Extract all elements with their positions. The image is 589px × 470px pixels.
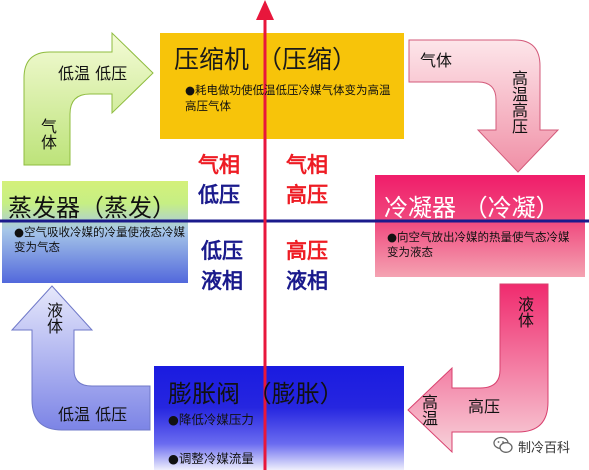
pressure-label: 高压 <box>286 239 328 263</box>
arrow-top-left-vertical-label: 气体 <box>38 118 57 150</box>
evaporator-description: ●空气吸收冷媒的冷量使液态冷媒变为气态 <box>14 225 186 254</box>
condenser-box <box>375 175 585 277</box>
quadrant-top-right: 气相 高压 <box>286 150 328 210</box>
quadrant-bottom-left: 低压 液相 <box>201 236 243 296</box>
expansion-valve-box <box>154 366 404 470</box>
quadrant-top-left: 气相 低压 <box>198 150 240 210</box>
phase-label: 气相 <box>286 153 328 177</box>
pressure-label: 高压 <box>286 183 328 207</box>
arrow-top-right-horizontal-label: 气体 <box>420 51 453 70</box>
compressor-title: 压缩机 （压缩） <box>174 45 357 74</box>
arrow-top-right-vertical-label: 高温高压 <box>509 70 528 134</box>
watermark-text: 制冷百科 <box>518 441 571 456</box>
arrow-top-left-horizontal-label: 低温 低压 <box>58 64 128 83</box>
evaporator-box <box>2 181 188 283</box>
expansion-valve-title: 膨胀阀 （膨胀） <box>168 380 344 408</box>
arrow-compressor-to-condenser <box>408 39 560 173</box>
condenser-description: ●向空气放出冷媒的热量使气态冷媒变为液态 <box>387 230 570 259</box>
arrow-bottom-right-secondary-label: 高温 <box>419 394 438 426</box>
wechat-icon <box>493 436 513 453</box>
arrow-bottom-left-vertical-label: 液体 <box>44 302 63 334</box>
arrow-bottom-left-horizontal-label: 低温 低压 <box>58 405 128 424</box>
condenser-title: 冷凝器 （冷凝） <box>384 194 560 222</box>
compressor-description: ●耗电做功使低温低压冷媒气体变为高温高压气体 <box>185 83 391 113</box>
valve-item-reduce-pressure: ●降低冷媒压力 <box>168 412 254 427</box>
compressor-box <box>160 33 404 139</box>
evaporator-title: 蒸发器（蒸发） <box>8 194 176 222</box>
phase-label: 气相 <box>198 153 240 177</box>
arrow-valve-to-evaporator <box>10 285 151 431</box>
phase-label: 液相 <box>201 269 243 293</box>
arrow-bottom-right-vertical-label: 液体 <box>515 296 534 328</box>
quadrant-bottom-right: 高压 液相 <box>286 236 328 296</box>
phase-label: 液相 <box>286 269 328 293</box>
pressure-label: 低压 <box>201 239 243 263</box>
arrow-bottom-right-horizontal-label: 高压 <box>468 397 501 416</box>
arrow-condenser-to-valve <box>407 283 549 454</box>
pressure-label: 低压 <box>198 183 240 207</box>
vertical-axis-arrowhead <box>256 0 274 20</box>
arrow-evap-to-compressor <box>23 31 154 166</box>
valve-item-adjust-flow: ●调整冷媒流量 <box>168 451 254 466</box>
